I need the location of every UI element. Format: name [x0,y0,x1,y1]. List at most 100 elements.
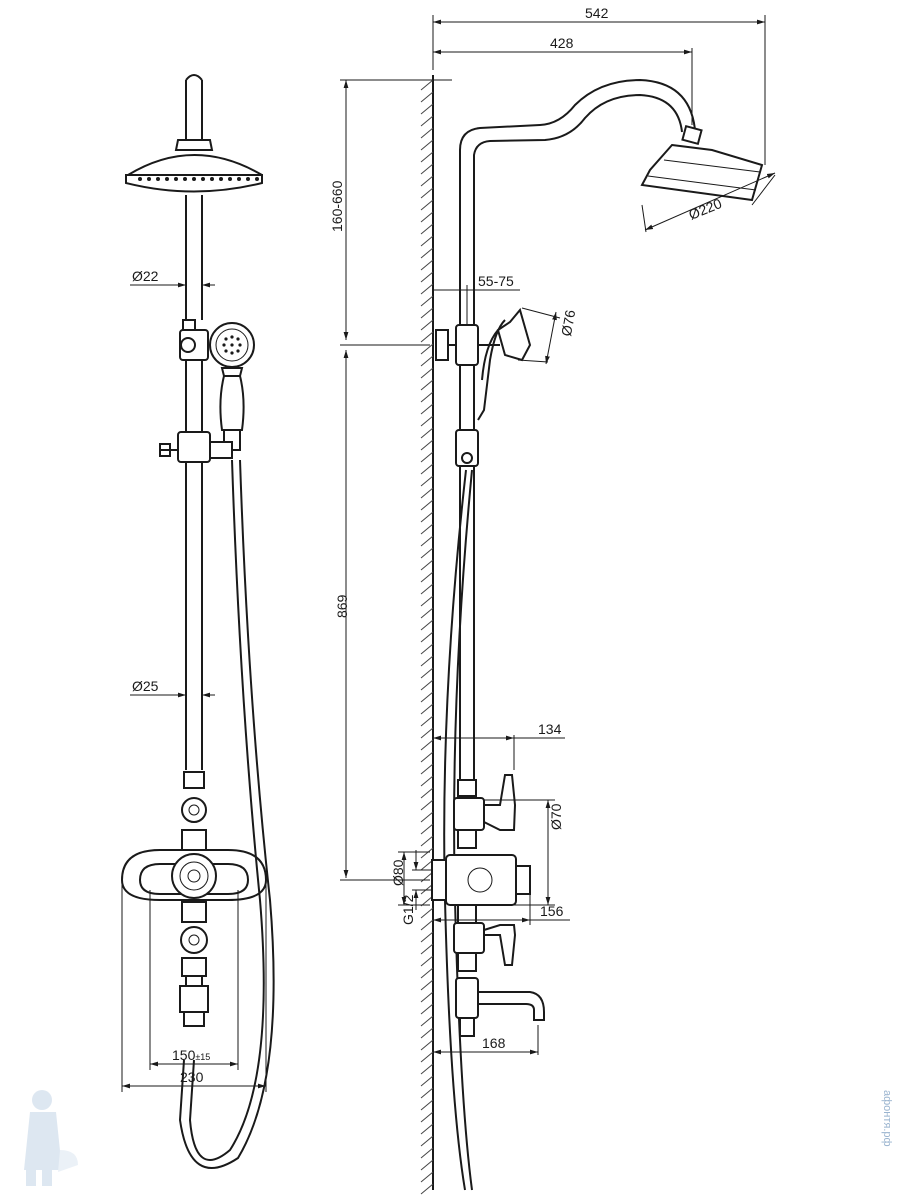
wall-hatch-line [420,259,434,271]
front-hand-shower [209,322,255,451]
side-view: 542 428 Ø220 160-660 55-75 Ø76 869 134 [329,5,776,1191]
wall-hatch-line [420,103,434,115]
wall-hatch-line [420,1123,434,1135]
side-upper-valve [453,774,517,849]
wall-hatch-line [420,1075,434,1087]
wall-hatch-line [420,931,434,943]
nozzle-dot [201,177,205,181]
wall-hatch-line [420,535,434,547]
wall-hatch-line [420,127,434,139]
nozzle-dot [183,177,187,181]
wall-hatch-line [420,379,434,391]
wall-hatch-line [420,139,434,151]
dim-vertical: 869 [334,594,350,618]
wall-hatch-line [420,763,434,775]
wall-hatch-line [420,559,434,571]
wall-hatch-line [420,439,434,451]
wall-hatch-line [420,1135,434,1147]
wall-hatch-line [420,187,434,199]
wall-hatch-line [420,271,434,283]
wall-hatch-line [420,691,434,703]
dim-width: 230 [180,1069,204,1085]
wall-hatch-line [420,1111,434,1123]
wall-hatch-line [420,367,434,379]
wall-hatch-line [420,247,434,259]
wall-hatch-line [420,487,434,499]
nozzle-dot [255,177,259,181]
wall-hatch-line [420,319,434,331]
wall-hatch-line [420,151,434,163]
wall-hatch-line [420,787,434,799]
nozzle-dot [147,177,151,181]
wall-hatch-line [420,199,434,211]
wall-hatch-line [420,331,434,343]
wall-hatch-line [420,607,434,619]
front-dimensions: Ø22 Ø25 150±15 230 [121,268,267,1092]
front-shower-head [125,139,263,193]
wall-hatch-line [420,715,434,727]
dim-body-depth: Ø70 [548,803,564,830]
hand-nozzle-dot [236,349,240,353]
wall-hatch-line [420,907,434,919]
dim-head-height: 160-660 [329,180,345,232]
front-mixer [120,771,268,1027]
wall-hatch-line [420,475,434,487]
wall-hatch-line [420,463,434,475]
wall-hatch-line [420,1183,434,1195]
nozzle-dot [237,177,241,181]
wall-hatch-line [420,1051,434,1063]
wall-hatch-line [420,355,434,367]
wall-hatch-line [420,211,434,223]
wall-hatch-line [420,1087,434,1099]
nozzle-dot [210,177,214,181]
hand-nozzle-dot [230,343,234,347]
wall-hatch-line [420,823,434,835]
nozzle-dot [165,177,169,181]
dim-spout-reach: 168 [482,1035,506,1051]
side-lower-valve [453,904,517,972]
wall-hatch-line [420,283,434,295]
wall-hatch-line [420,955,434,967]
wall-hatch-line [420,175,434,187]
dim-lever-reach: 134 [538,721,562,737]
dim-inlet: G1/2 [400,894,416,925]
dim-rod-bottom: Ø25 [132,678,159,694]
wall-hatch-line [420,643,434,655]
wall-hatch-line [420,79,434,91]
hand-nozzle-dot [222,343,226,347]
wall-hatch-line [420,403,434,415]
wall-hatch-line [420,415,434,427]
wall-hatch-line [420,1063,434,1075]
watermark-site: афонтя.рф [881,1090,893,1147]
plumber-logo [24,1090,78,1186]
wall-hatch-line [420,979,434,991]
wall-hatch-line [420,811,434,823]
wall-hatch-line [420,1003,434,1015]
wall-hatch-line [420,1039,434,1051]
hand-nozzle-dot [230,335,234,339]
wall-hatch-line [420,547,434,559]
front-upper-holder [179,319,209,361]
dim-head-diameter: Ø220 [686,195,724,223]
wall-hatch-line [420,991,434,1003]
wall-hatch-line [420,679,434,691]
nozzle-dot [156,177,160,181]
wall-hatch-line [420,631,434,643]
wall-hatch-line [420,847,434,859]
wall-hatch-line [420,295,434,307]
side-dimensions: 542 428 Ø220 160-660 55-75 Ø76 869 134 [329,5,776,1055]
dim-rod-top: Ø22 [132,268,159,284]
wall-hatch-line [420,451,434,463]
wall-hatch-line [420,571,434,583]
wall-hatch-line [420,595,434,607]
wall-hatch-line [420,307,434,319]
dim-arm-reach: 428 [550,35,574,51]
wall-hatch-line [420,751,434,763]
side-main-body [431,854,531,906]
wall-hatch-line [420,943,434,955]
front-slide-clamp [159,431,233,463]
wall-hatch-line [420,727,434,739]
wall-hatch-line [420,91,434,103]
wall-hatch-line [420,919,434,931]
